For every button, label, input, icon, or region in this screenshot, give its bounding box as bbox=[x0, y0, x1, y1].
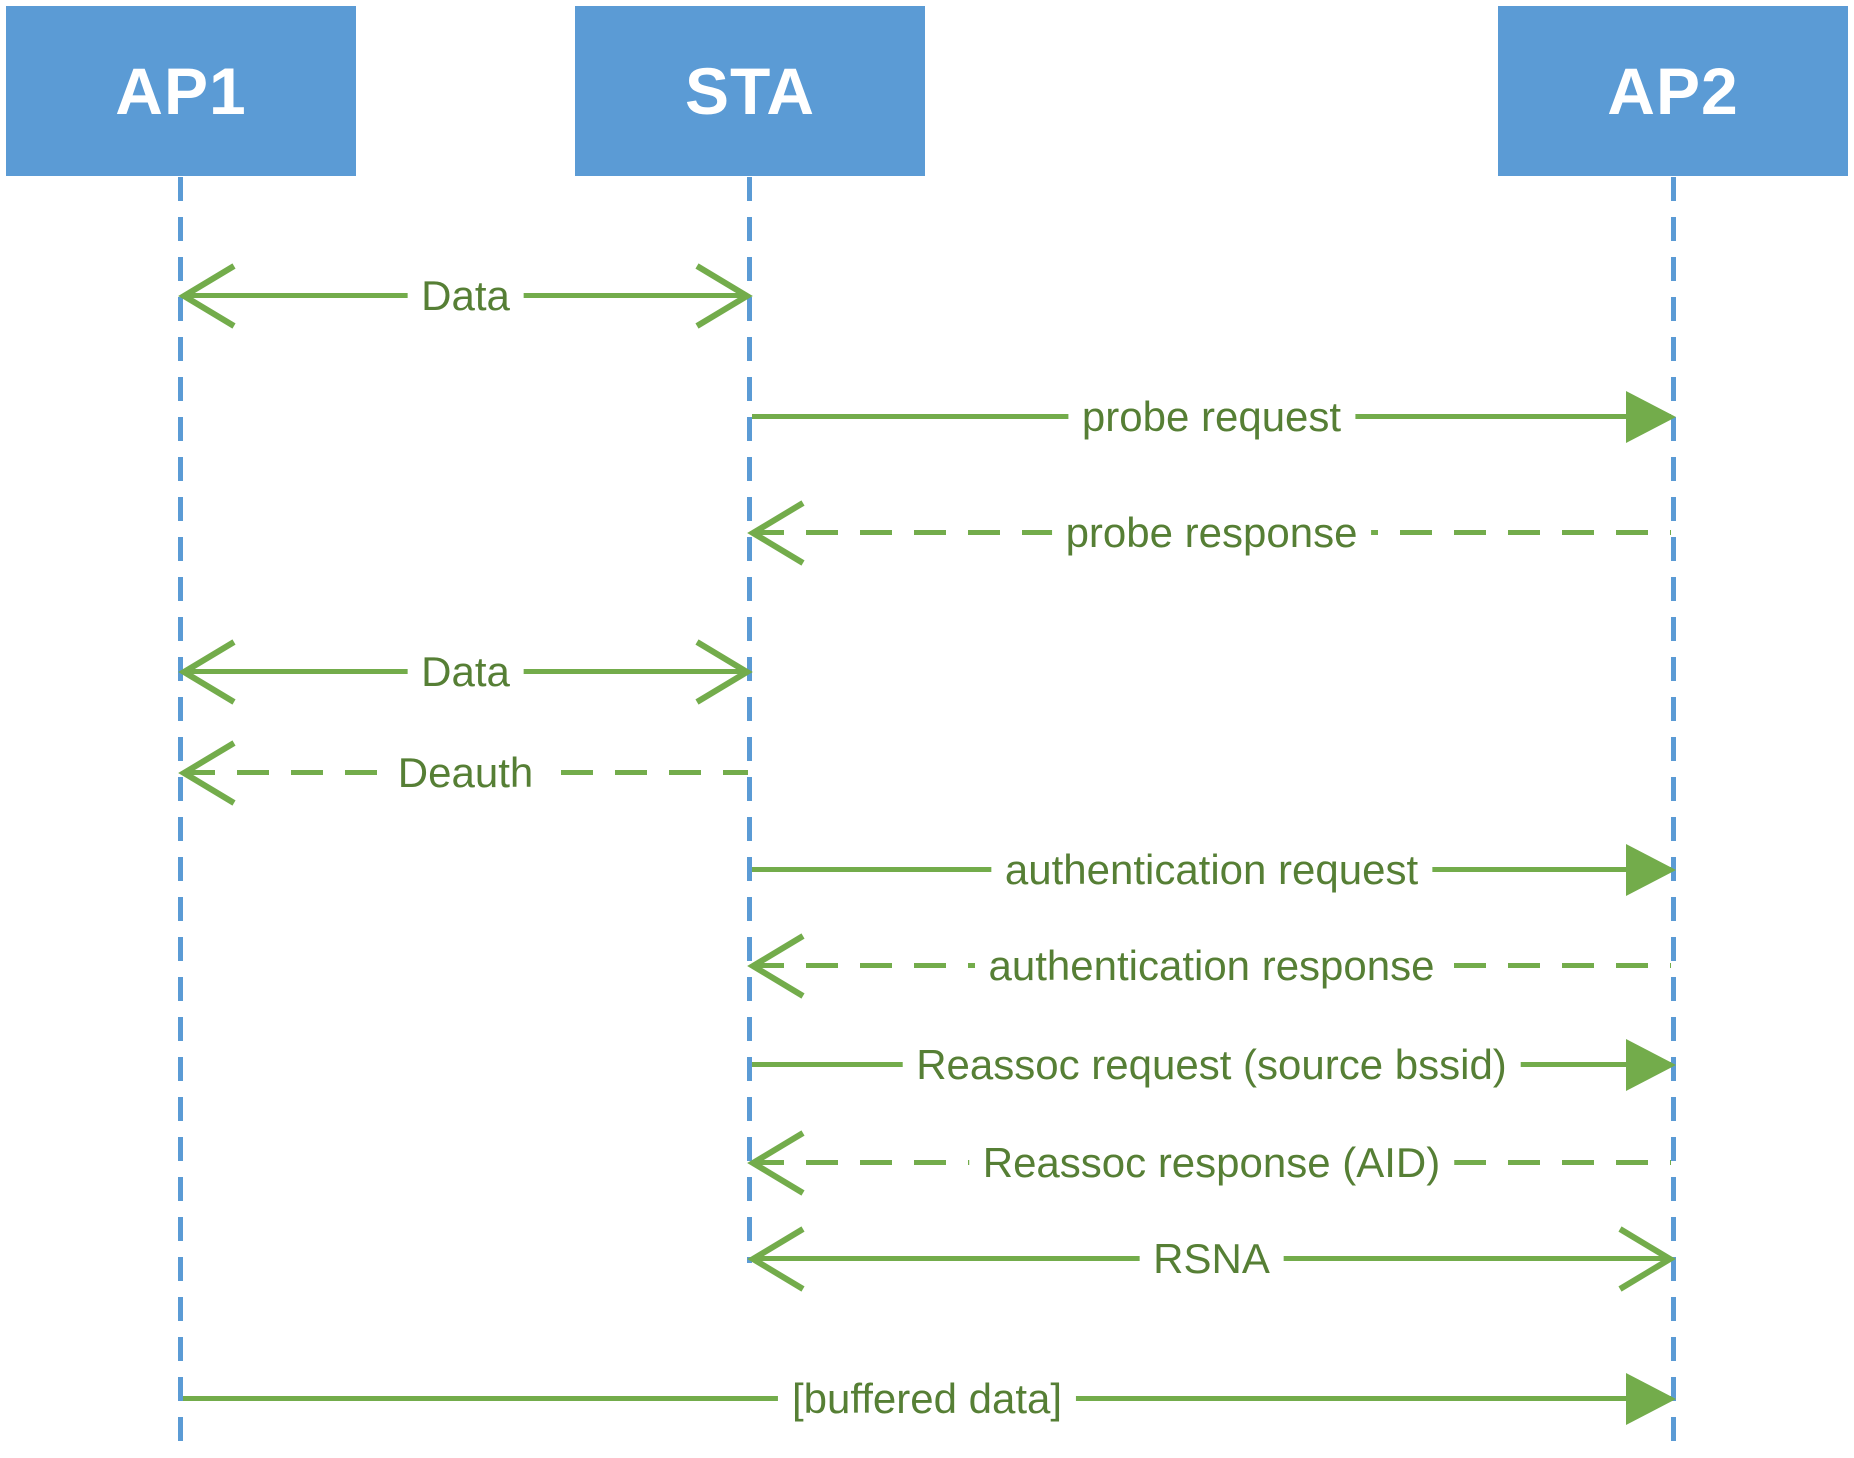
message-label: Data bbox=[407, 270, 524, 322]
actor-box-ap2: AP2 bbox=[1498, 6, 1848, 176]
actor-label-ap1: AP1 bbox=[115, 54, 247, 128]
actor-label-ap2: AP2 bbox=[1607, 54, 1739, 128]
open-arrowhead-right-icon bbox=[693, 260, 753, 332]
actor-label-sta: STA bbox=[684, 54, 816, 128]
message-label: Deauth bbox=[383, 747, 548, 799]
message-label: probe response bbox=[1051, 507, 1372, 559]
lifeline-sta bbox=[747, 177, 752, 1263]
message-reassoc-response: Reassoc response (AID) bbox=[747, 1127, 1673, 1199]
message-label: probe request bbox=[1067, 391, 1356, 443]
message-data-1: Data bbox=[178, 260, 753, 332]
message-label: authentication response bbox=[974, 940, 1449, 992]
message-data-2: Data bbox=[178, 636, 753, 708]
open-arrowhead-left-icon bbox=[178, 260, 238, 332]
message-label: authentication request bbox=[990, 844, 1433, 896]
message-label: Reassoc request (source bssid) bbox=[902, 1039, 1521, 1091]
lifeline-ap2 bbox=[1671, 177, 1676, 1454]
message-label: [buffered data] bbox=[777, 1373, 1077, 1425]
filled-arrowhead-right-icon bbox=[1626, 1037, 1676, 1093]
open-arrowhead-left-icon bbox=[747, 930, 807, 1002]
message-rsna: RSNA bbox=[747, 1223, 1676, 1295]
message-reassoc-request: Reassoc request (source bssid) bbox=[750, 1029, 1676, 1101]
open-arrowhead-left-icon bbox=[747, 1127, 807, 1199]
actor-box-ap1: AP1 bbox=[6, 6, 356, 176]
message-deauth: Deauth bbox=[178, 737, 750, 809]
open-arrowhead-right-icon bbox=[1616, 1223, 1676, 1295]
filled-arrowhead-right-icon bbox=[1626, 842, 1676, 898]
message-probe-response: probe response bbox=[747, 497, 1673, 569]
message-label: Data bbox=[407, 646, 524, 698]
message-authentication-response: authentication response bbox=[747, 930, 1673, 1002]
open-arrowhead-left-icon bbox=[747, 497, 807, 569]
message-buffered-data: [buffered data] bbox=[181, 1363, 1676, 1435]
open-arrowhead-left-icon bbox=[747, 1223, 807, 1295]
open-arrowhead-left-icon bbox=[178, 636, 238, 708]
open-arrowhead-left-icon bbox=[178, 737, 238, 809]
lifeline-ap1 bbox=[178, 177, 183, 1454]
filled-arrowhead-right-icon bbox=[1626, 389, 1676, 445]
message-probe-request: probe request bbox=[750, 381, 1676, 453]
actor-box-sta: STA bbox=[575, 6, 925, 176]
open-arrowhead-right-icon bbox=[693, 636, 753, 708]
message-label: Reassoc response (AID) bbox=[968, 1137, 1455, 1189]
message-label: RSNA bbox=[1139, 1233, 1284, 1285]
filled-arrowhead-right-icon bbox=[1626, 1371, 1676, 1427]
message-authentication-request: authentication request bbox=[750, 834, 1676, 906]
